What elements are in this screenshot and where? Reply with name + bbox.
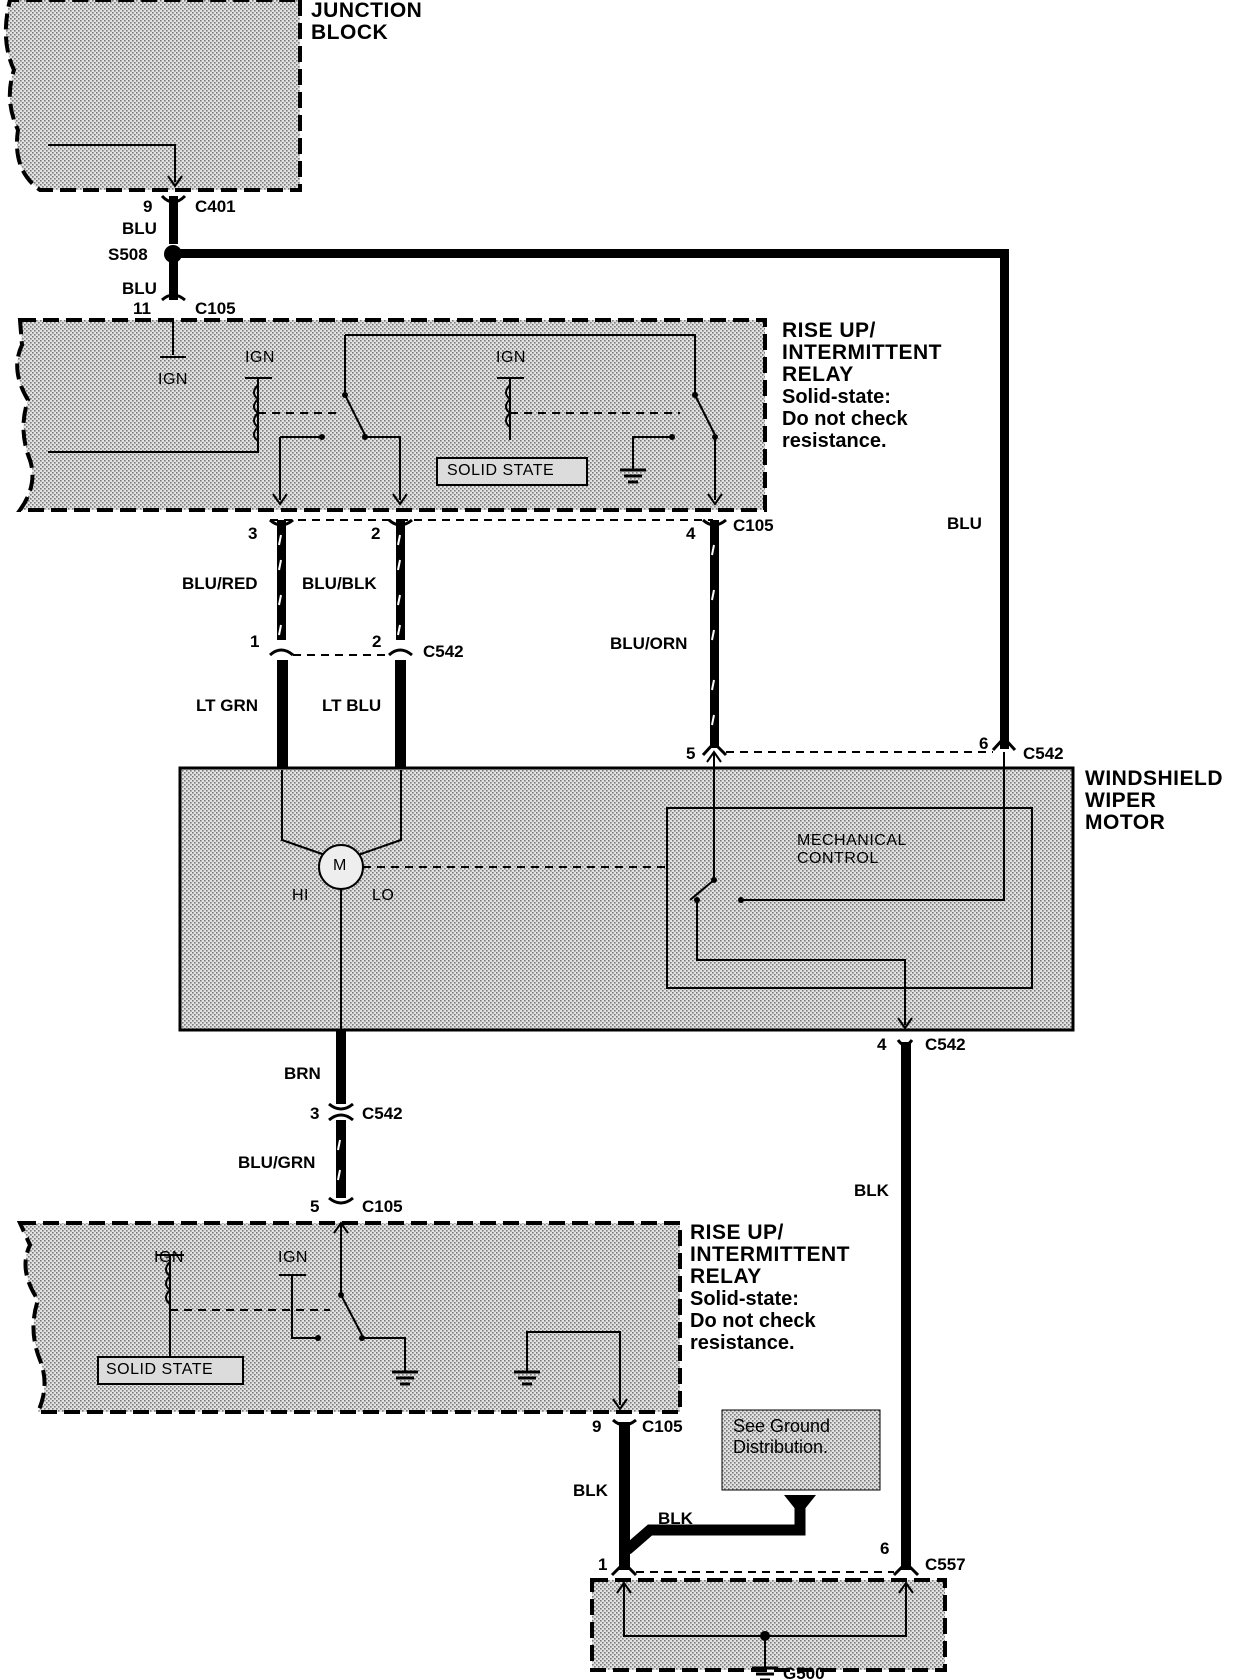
relay-top-ign-a: IGN <box>158 371 188 388</box>
connector-c557: C557 <box>925 1555 966 1574</box>
connector-c542-a: C542 <box>423 642 464 661</box>
connector-c542-c: C542 <box>925 1035 966 1054</box>
connector-c542-d: C542 <box>362 1104 403 1123</box>
wire-lt-blu: LT BLU <box>322 696 382 715</box>
motor-hi-label: HI <box>292 887 309 904</box>
relay-bottom-solid-state: SOLID STATE <box>106 1361 214 1378</box>
motor-lo-label: LO <box>372 887 395 904</box>
wire-brn: BRN <box>284 1064 321 1083</box>
connector-c105-mid: C105 <box>733 516 774 535</box>
relay-bottom-box <box>16 1221 682 1414</box>
relay-bottom-ign-b: IGN <box>278 1249 308 1266</box>
pin-9-low: 9 <box>592 1417 602 1436</box>
relay-top-ign-b: IGN <box>245 349 275 366</box>
brn-wire <box>328 1030 354 1205</box>
wire-blu-red: BLU/RED <box>182 574 258 593</box>
connector-c542-b: C542 <box>1023 744 1064 763</box>
connector-c105-bottom: C105 <box>642 1417 683 1436</box>
wire-blu-right: BLU <box>947 514 982 533</box>
blu-feed-wire <box>160 194 1017 752</box>
pin-3-top: 3 <box>248 524 258 543</box>
splice-s508-label: S508 <box>108 245 148 264</box>
wire-blu-orn: BLU/ORN <box>610 634 688 653</box>
connector-c105-lower: C105 <box>362 1197 403 1216</box>
relay-top-ign-c: IGN <box>496 349 526 366</box>
wire-blu-blk: BLU/BLK <box>302 574 377 593</box>
ground-g500-label: G500 <box>783 1664 825 1680</box>
pin-3-low: 3 <box>310 1104 320 1123</box>
relay-top-box <box>15 318 767 512</box>
motor-symbol: M <box>333 857 347 874</box>
pin-9-top: 9 <box>143 197 153 216</box>
wiper-motor-box <box>178 750 1075 1032</box>
pin-6-mid: 6 <box>979 734 989 753</box>
wire-blu-grn: BLU/GRN <box>238 1153 316 1172</box>
pin-2-top: 2 <box>371 524 381 543</box>
wire-blk-right: BLK <box>854 1181 889 1200</box>
connector-c105-top: C105 <box>195 299 236 318</box>
wire-blu-2: BLU <box>122 279 157 298</box>
pin-11: 11 <box>133 299 151 318</box>
pin-4: 4 <box>686 524 696 543</box>
pin-2-mid: 2 <box>372 632 382 651</box>
ground-wires <box>610 1039 920 1577</box>
wire-blk-left: BLK <box>573 1481 608 1500</box>
pin-1-mid: 1 <box>250 632 260 651</box>
junction-block <box>3 0 302 192</box>
ground-splice-block <box>590 1578 947 1680</box>
wire-lt-grn: LT GRN <box>196 696 259 715</box>
wire-blu-1: BLU <box>122 219 157 238</box>
pin-6-bot: 6 <box>880 1539 890 1558</box>
relay-bottom-ign-a: IGN <box>154 1249 184 1266</box>
pin-4-low: 4 <box>877 1035 887 1054</box>
relay-top-solid-state: SOLID STATE <box>447 462 555 479</box>
pin-5-mid: 5 <box>686 744 696 763</box>
connector-c401: C401 <box>195 197 236 216</box>
pin-1-bot: 1 <box>598 1555 608 1574</box>
wire-blk-mid: BLK <box>658 1509 693 1528</box>
pin-5-low: 5 <box>310 1197 320 1216</box>
relay-to-c542-wires <box>270 520 993 770</box>
